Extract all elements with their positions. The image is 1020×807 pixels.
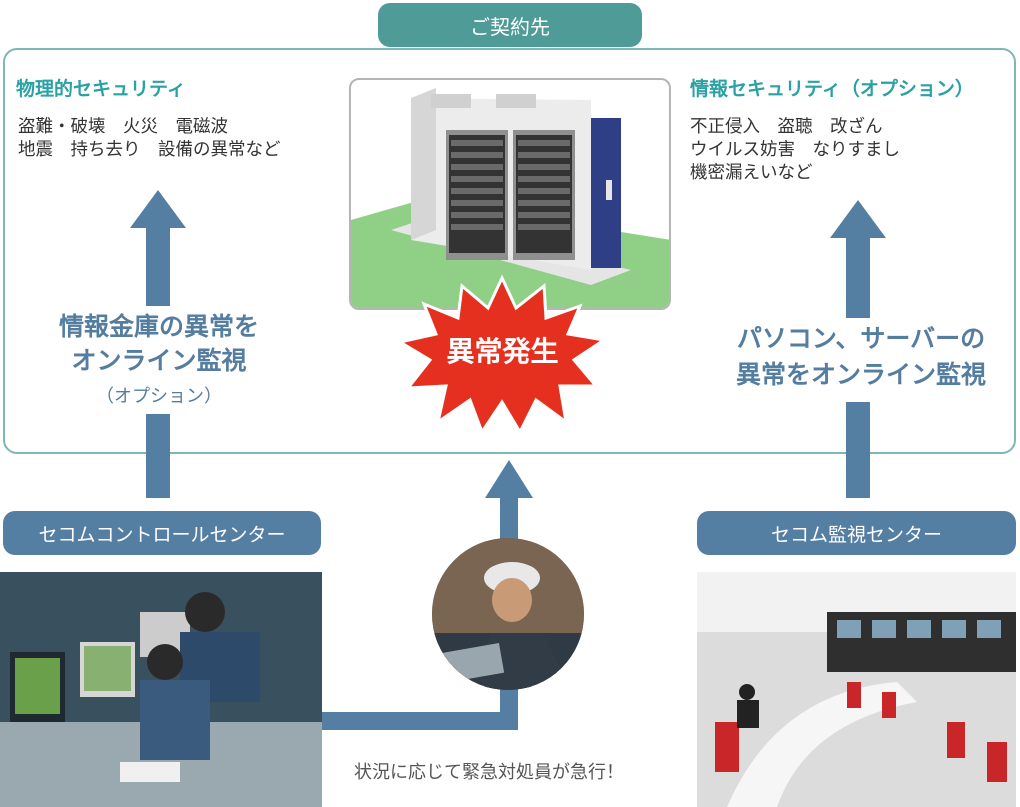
control-center-photo — [0, 572, 322, 807]
physical-security-line1: 盗難・破壊 火災 電磁波 — [18, 117, 228, 137]
alert-label: 異常発生 — [446, 335, 559, 368]
dispatch-caption: 状況に応じて緊急対処員が急行！ — [354, 762, 624, 783]
information-security-line3: 機密漏えいなど — [690, 163, 813, 183]
information-security-line2: ウイルス妨害 なりすまし — [690, 140, 900, 160]
security-guard-photo — [432, 538, 584, 690]
left-flow-label-bg — [28, 306, 290, 414]
monitor-center-label: セコム監視センター — [697, 511, 1016, 555]
left-flow-line2: オンライン監視 — [71, 346, 247, 375]
alert-starburst: 異常発生 — [390, 272, 615, 437]
right-flow-line2: 異常をオンライン監視 — [735, 360, 986, 389]
information-security-heading: 情報セキュリティ（オプション） — [690, 78, 974, 100]
control-center-label: セコムコントロールセンター — [3, 511, 321, 555]
physical-security-line2: 地震 持ち去り 設備の異常など — [18, 140, 281, 160]
left-flow-note: （オプション） — [96, 386, 222, 407]
information-security-line1: 不正侵入 盗聴 改ざん — [690, 117, 883, 137]
physical-security-heading: 物理的セキュリティ — [16, 78, 186, 100]
right-flow-line1: パソコン、サーバーの — [736, 324, 986, 353]
left-flow-line1: 情報金庫の異常を — [58, 312, 259, 341]
client-title-tab: ご契約先 — [378, 3, 642, 47]
info-vault-illustration — [349, 78, 671, 310]
monitor-center-photo — [697, 572, 1016, 807]
right-flow-label-bg — [716, 318, 1006, 402]
